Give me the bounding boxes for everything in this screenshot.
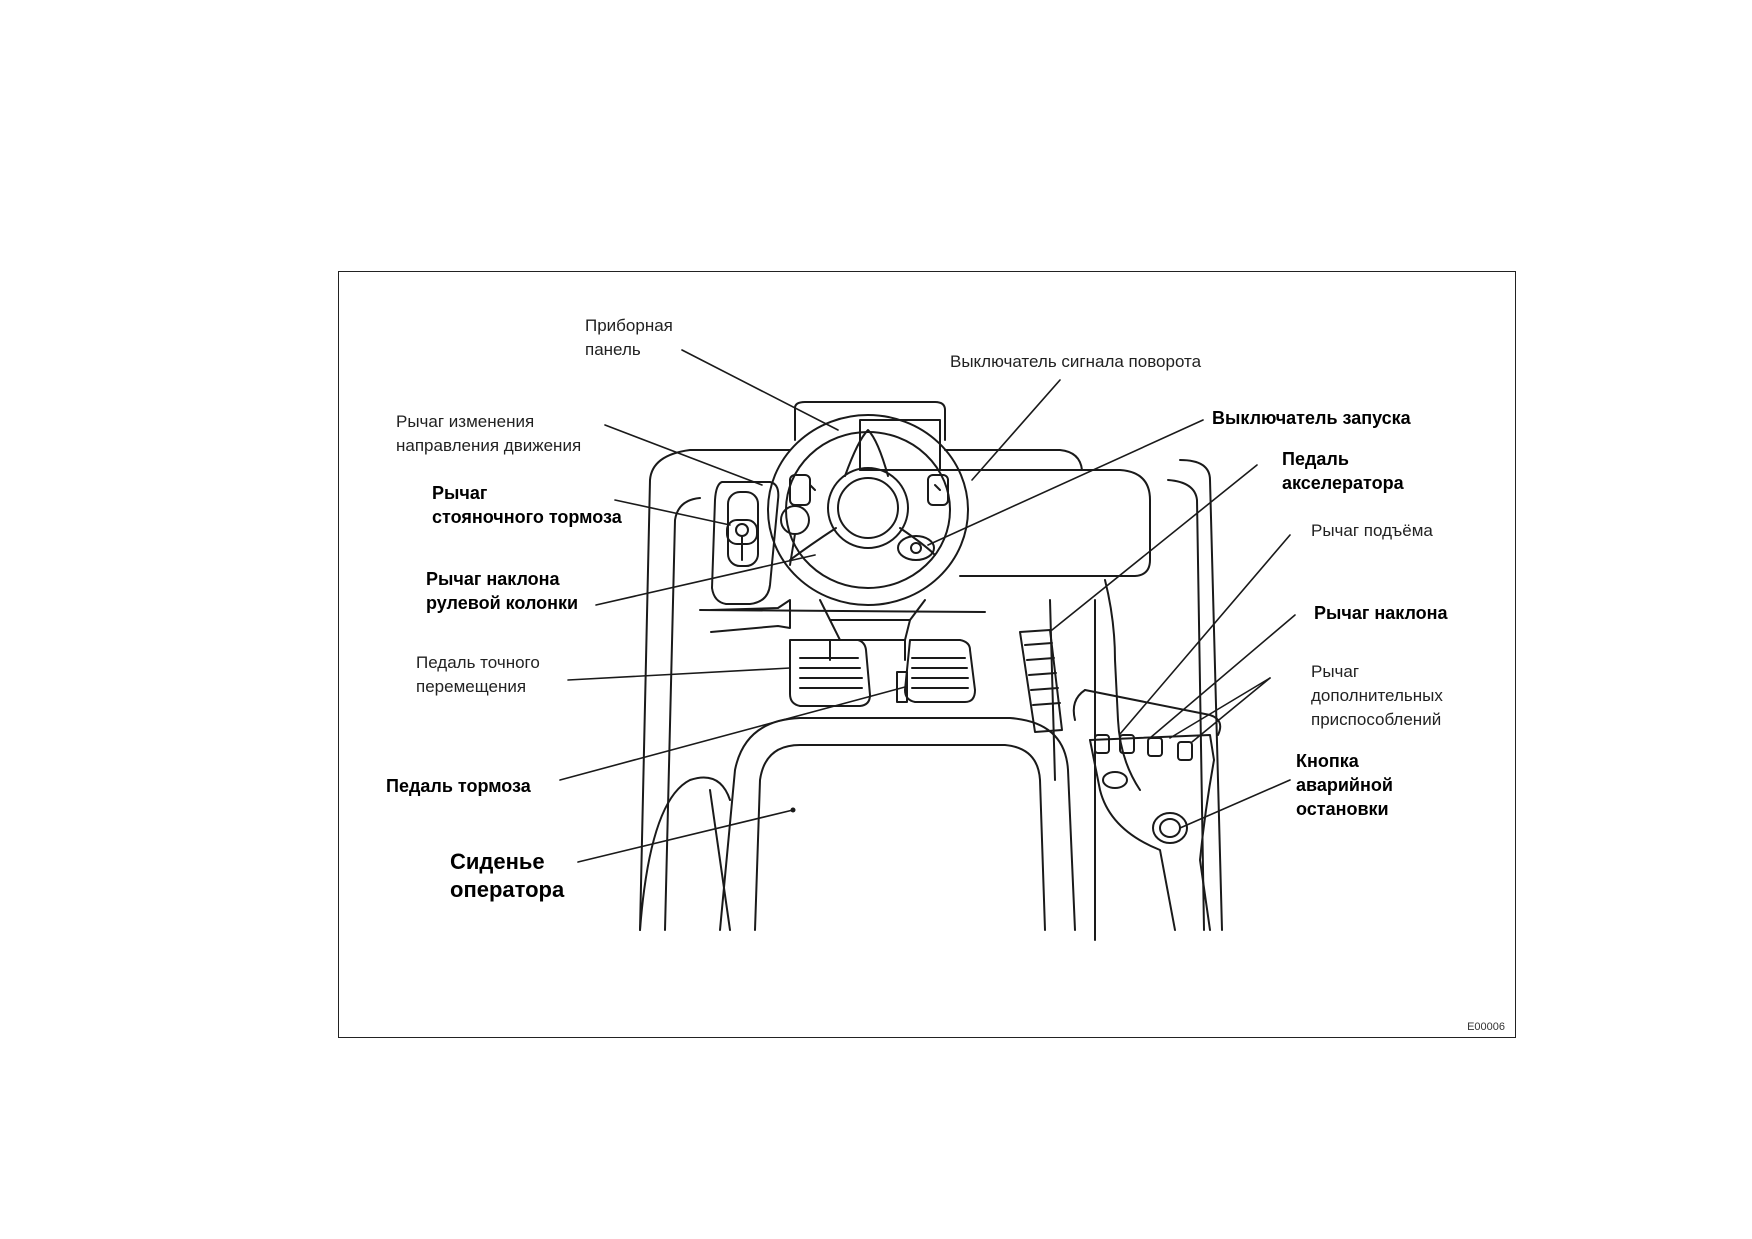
operator-seat bbox=[639, 717, 1076, 931]
label-turn-signal-switch: Выключатель сигнала поворота bbox=[950, 352, 1202, 371]
label-ignition-switch: Выключатель запуска bbox=[1212, 408, 1411, 428]
label-parking-brake-lever: Рычаг стояночного тормоза bbox=[432, 483, 622, 527]
label-instrument-panel: Приборная панель bbox=[585, 316, 673, 359]
figure-code: E00006 bbox=[1467, 1021, 1505, 1033]
label-direction-lever: Рычаг изменения направления движения bbox=[396, 412, 582, 455]
steering-wheel bbox=[767, 414, 969, 606]
cab-outline bbox=[639, 401, 1223, 941]
left-console bbox=[710, 481, 791, 633]
seat-marker bbox=[790, 807, 796, 813]
leader-lines bbox=[559, 349, 1296, 863]
label-emergency-stop: Кнопка аварийной остановки bbox=[1296, 751, 1393, 819]
steering-column bbox=[819, 599, 926, 661]
label-attachment-lever: Рычаг дополнительных приспособлений bbox=[1311, 662, 1443, 729]
label-inching-pedal: Педаль точного перемещения bbox=[416, 653, 540, 696]
pedals bbox=[789, 629, 1063, 733]
label-tilt-lever: Рычаг наклона bbox=[1314, 603, 1448, 623]
diagram-frame: E00006 bbox=[338, 271, 1516, 1038]
label-brake-pedal: Педаль тормоза bbox=[386, 776, 531, 796]
label-operator-seat: Сиденье оператора bbox=[450, 849, 565, 902]
label-column-tilt-lever: Рычаг наклона рулевой колонки bbox=[426, 569, 579, 613]
ignition-knob bbox=[897, 535, 935, 561]
label-lift-lever: Рычаг подъёма bbox=[1311, 521, 1433, 540]
right-armrest bbox=[1072, 689, 1222, 931]
label-accelerator-pedal: Педаль акселератора bbox=[1282, 449, 1404, 493]
